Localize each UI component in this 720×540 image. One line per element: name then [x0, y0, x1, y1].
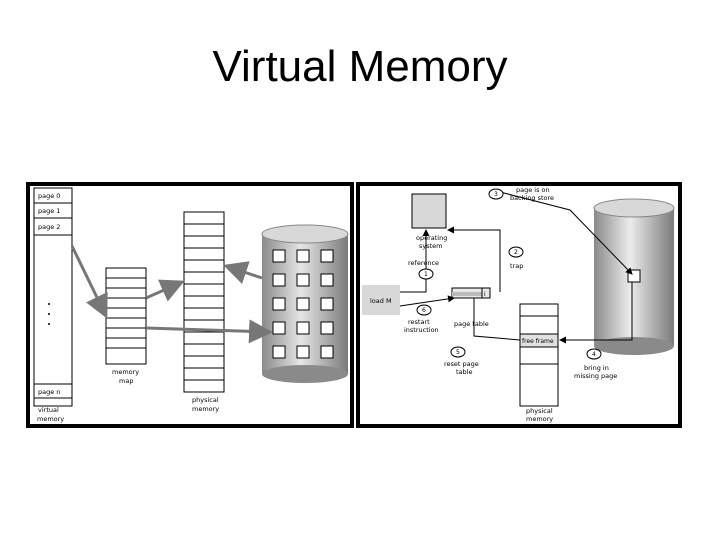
- step-3-label-1: page is on: [516, 186, 550, 194]
- step-6-label-1: restart: [408, 318, 430, 326]
- page-fault-handling-panel: operating system load M i page table fre…: [356, 182, 682, 428]
- step-5-number: 5: [456, 349, 460, 356]
- step-3-marker: [488, 188, 504, 200]
- physical-memory-column: [519, 303, 559, 407]
- operating-system-label-2: system: [419, 242, 443, 250]
- step-3-label-2: backing store: [510, 194, 554, 202]
- virtual-memory-label-1: virtual: [38, 406, 59, 414]
- flow-arrows: [399, 191, 633, 344]
- step-5-marker: [450, 346, 466, 358]
- memory-map-label-1: memory: [112, 368, 139, 376]
- virtual-memory-label-2: memory: [37, 415, 64, 423]
- disk-page-grid: [272, 249, 334, 359]
- step-6-label-2: instruction: [404, 326, 439, 334]
- step-1-label: reference: [408, 259, 439, 267]
- page-table-invalid-bit: i: [484, 291, 486, 298]
- virtual-page-n-label: page n: [38, 388, 60, 396]
- free-frame-label: free frame: [522, 338, 554, 345]
- step-1-number: 1: [424, 271, 428, 278]
- step-6-marker: [416, 304, 432, 316]
- virtual-memory-mapping-panel: page 0 page 1 page 2 page n virtual memo…: [26, 182, 354, 428]
- physical-memory-label-1: physical: [192, 396, 219, 404]
- physical-memory-label-2: memory: [526, 415, 553, 423]
- operating-system-box: [411, 193, 447, 229]
- step-4-number: 4: [592, 351, 596, 358]
- load-instruction-label: load M: [370, 297, 392, 305]
- step-5-label-2: table: [456, 368, 472, 376]
- virtual-page-0-label: page 0: [38, 192, 60, 200]
- virtual-page-1-label: page 1: [38, 207, 60, 215]
- operating-system-label-1: operating: [416, 234, 447, 242]
- page-table-label: page table: [454, 320, 489, 328]
- virtual-page-2-label: page 2: [38, 223, 60, 231]
- backing-store-cylinder: [593, 198, 675, 355]
- memory-map-table: [105, 267, 147, 365]
- step-2-label: trap: [510, 262, 523, 270]
- virtual-memory-column: [33, 187, 73, 407]
- step-4-marker: [586, 348, 602, 360]
- ellipsis-dots: [48, 303, 50, 325]
- physical-memory-label-1: physical: [526, 407, 553, 415]
- step-6-number: 6: [422, 307, 426, 314]
- step-4-label-2: missing page: [574, 372, 617, 380]
- physical-memory-column: [183, 211, 225, 393]
- step-3-number: 3: [494, 191, 498, 198]
- mapping-arrows: [70, 245, 273, 344]
- step-5-label-1: reset page: [444, 360, 479, 368]
- physical-memory-label-2: memory: [192, 405, 219, 413]
- load-instruction-box: [362, 285, 400, 315]
- slide-title: Virtual Memory: [212, 42, 508, 91]
- step-2-marker: [508, 246, 524, 258]
- page-table: [451, 287, 491, 299]
- step-4-label-1: bring in: [584, 364, 609, 372]
- page-fault-diagram: operating system load M i page table fre…: [362, 186, 675, 423]
- step-1-marker: [418, 268, 434, 280]
- step-2-number: 2: [514, 249, 518, 256]
- virtual-memory-mapping-diagram: page 0 page 1 page 2 page n virtual memo…: [33, 187, 349, 423]
- memory-map-label-2: map: [119, 377, 133, 385]
